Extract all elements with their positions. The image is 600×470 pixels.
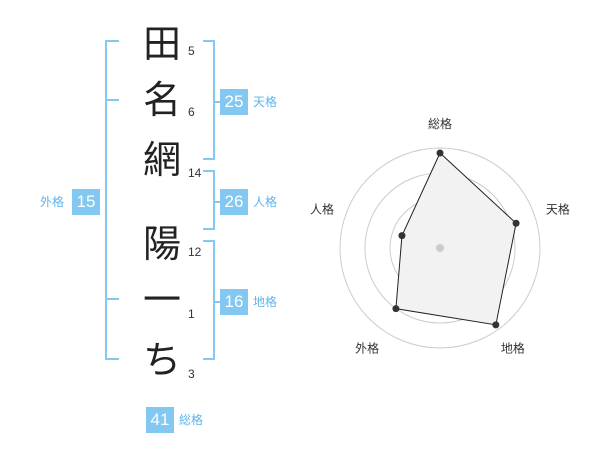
stroke-count-1: 5 <box>188 44 195 58</box>
jinkaku-bracket-top <box>203 170 215 172</box>
stroke-count-5: 1 <box>188 307 195 321</box>
radar-point-1 <box>436 149 444 157</box>
gaikaku-label: 外格 <box>40 195 65 209</box>
stroke-count-3: 14 <box>188 166 202 180</box>
gaikaku-bracket-bottom <box>105 358 119 360</box>
chikaku-bracket-vertical <box>213 240 215 360</box>
stroke-count-4: 12 <box>188 245 202 259</box>
chikaku-bracket-arm <box>213 301 222 303</box>
radar-point-5 <box>398 232 406 240</box>
radar-axis-label-5: 人格 <box>310 202 334 217</box>
stroke-count-2: 6 <box>188 105 195 119</box>
name-char-6: ち <box>142 338 181 382</box>
gaikaku-bracket-vertical <box>105 40 107 360</box>
tenkaku-value: 25 <box>220 89 248 115</box>
gaikaku-bracket-top <box>105 40 119 42</box>
jinkaku-value: 26 <box>220 189 248 215</box>
radar-point-3 <box>492 321 500 329</box>
jinkaku-label: 人格 <box>253 195 278 209</box>
jinkaku-bracket-vertical <box>213 170 215 230</box>
radar-axis-label-3: 地格 <box>501 340 525 355</box>
name-char-3: 網 <box>142 138 181 182</box>
soukaku-value: 41 <box>146 407 174 433</box>
radar-points <box>392 149 520 329</box>
radar-center-dot <box>436 244 444 252</box>
radar-axis-label-1: 総格 <box>428 116 452 131</box>
chikaku-label: 地格 <box>253 295 278 309</box>
chikaku-bracket-bottom <box>203 358 215 360</box>
radar-shape <box>395 152 517 326</box>
gaikaku-bracket-tick-2 <box>105 298 119 300</box>
name-char-2: 名 <box>142 78 181 122</box>
gaikaku-value: 15 <box>72 189 100 215</box>
name-char-1: 田 <box>142 22 181 66</box>
tenkaku-bracket-top <box>203 40 215 42</box>
radar-point-2 <box>512 219 520 227</box>
soukaku-label: 総格 <box>179 413 204 427</box>
radar-point-4 <box>392 305 400 313</box>
jinkaku-bracket-bottom <box>203 228 215 230</box>
radar-ring-4 <box>339 147 541 349</box>
radar-axis-label-2: 天格 <box>546 202 570 217</box>
jinkaku-bracket-arm <box>213 201 222 203</box>
stroke-count-6: 3 <box>188 367 195 381</box>
tenkaku-bracket-arm <box>213 101 222 103</box>
radar-axis-label-4: 外格 <box>355 340 379 355</box>
name-char-4: 陽 <box>142 222 181 266</box>
gaikaku-bracket-tick-1 <box>105 99 119 101</box>
chikaku-bracket-top <box>203 240 215 242</box>
chikaku-value: 16 <box>220 289 248 315</box>
tenkaku-bracket-vertical <box>213 40 215 160</box>
tenkaku-bracket-bottom <box>203 158 215 160</box>
name-char-5: 一 <box>142 278 181 322</box>
tenkaku-label: 天格 <box>253 95 278 109</box>
